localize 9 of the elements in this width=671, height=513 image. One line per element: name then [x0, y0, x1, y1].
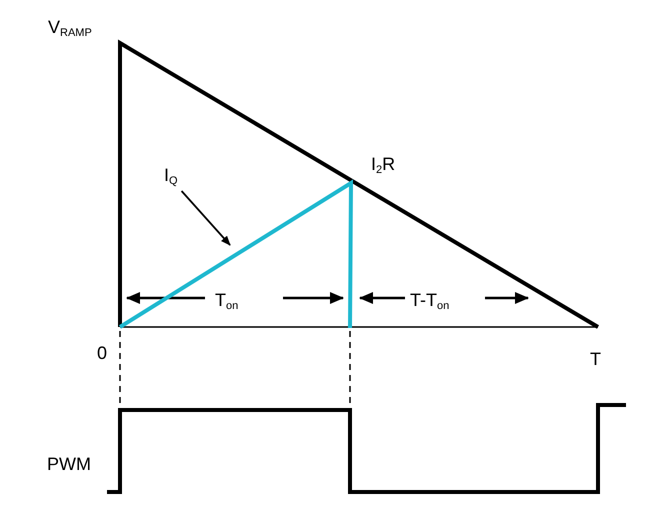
- axis-tick-label: 0: [97, 344, 108, 362]
- leader-line: [180, 190, 231, 246]
- point-label: I$_{2}$R: [371, 155, 396, 176]
- axis-label: V$_{RAMP}$: [48, 18, 92, 39]
- interval-label: T$_{on}$: [215, 291, 238, 312]
- signal-label: PWM: [47, 455, 91, 473]
- current-label: I$_{Q}$: [164, 166, 178, 187]
- interval-label: T-T$_{on}$: [410, 291, 450, 312]
- axis-tick-label: T: [590, 350, 601, 368]
